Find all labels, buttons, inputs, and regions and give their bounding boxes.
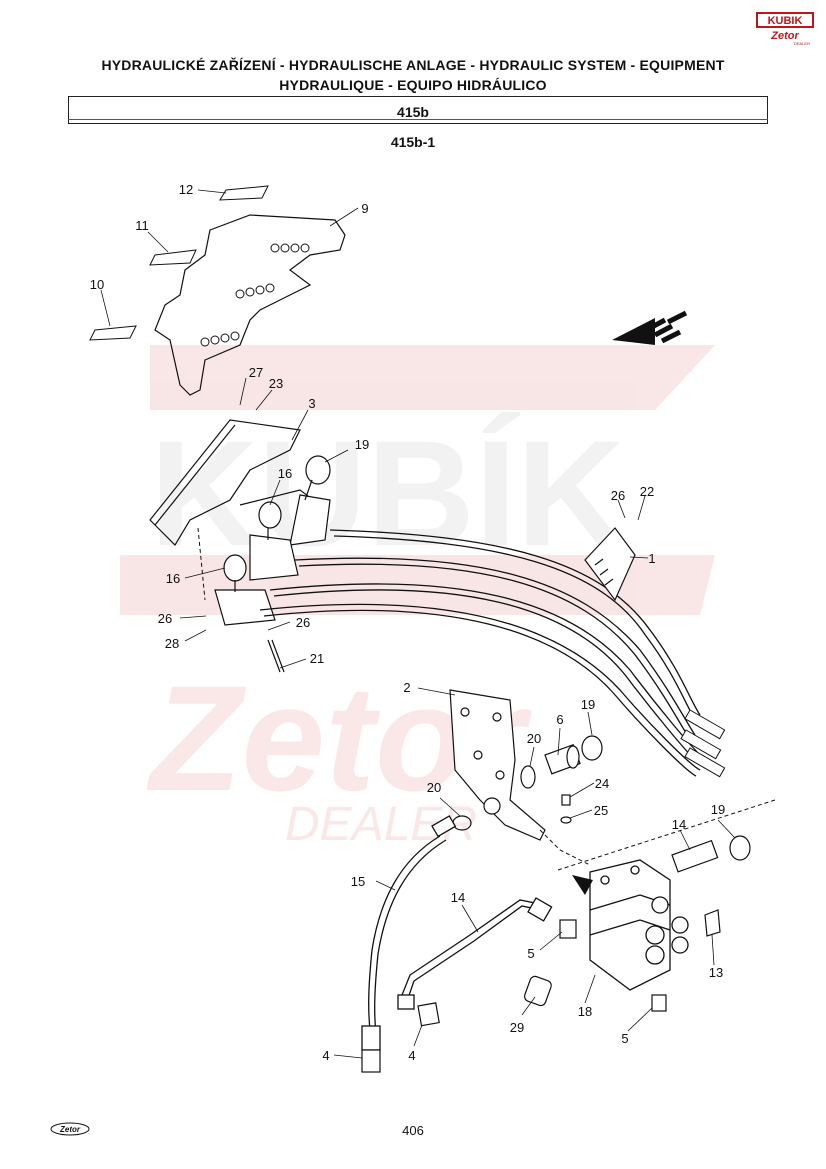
decal-8	[89, 325, 137, 341]
callout-22: 22	[640, 484, 654, 499]
guide-arrow	[572, 875, 593, 895]
footer-logo-text: Zetor	[59, 1125, 81, 1134]
section-frame	[68, 96, 768, 124]
bolt-24-washer-25	[560, 794, 572, 824]
callout-26-mid: 26	[296, 615, 310, 630]
cap-19-lower	[729, 835, 751, 861]
page-title-line1: HYDRAULICKÉ ZAŘÍZENÍ - HYDRAULISCHE ANLA…	[101, 57, 725, 73]
logo-top-text: KUBIK	[768, 15, 803, 27]
callout-5-upper: 5	[527, 946, 534, 961]
callout-10: 12	[179, 182, 193, 197]
cable-ends	[680, 709, 726, 778]
callout-7: 9	[361, 201, 368, 216]
figure-code: 415b-1	[390, 134, 436, 150]
logo-sub-text: DEALER	[794, 41, 810, 46]
notched-plate-1	[584, 527, 636, 602]
callout-1: 1	[648, 551, 655, 566]
decal-9	[149, 249, 197, 266]
section-code: 415b	[397, 104, 429, 120]
callout-27: 27	[249, 365, 263, 380]
callout-4-left: 4	[322, 1048, 329, 1063]
fitting-4-left	[361, 1049, 381, 1073]
callout-13: 15	[351, 874, 365, 889]
callout-2: 2	[403, 680, 410, 695]
label-11	[704, 909, 721, 937]
bolt-21	[267, 639, 285, 673]
callout-28: 28	[165, 636, 179, 651]
watermark: KUBÍK Zetor DEALER	[120, 345, 715, 851]
fitting-4-right	[417, 1002, 440, 1027]
callout-20-upper: 20	[527, 731, 541, 746]
hydraulic-system-diagram: KUBÍK Zetor DEALER	[89, 182, 776, 1073]
callout-17: 19	[355, 437, 369, 452]
part-29	[523, 975, 552, 1007]
callout-4-right: 4	[408, 1048, 415, 1063]
callout-labels: 12 11 10 9 27 23 3 19 16 16 26 28 26 21 …	[90, 182, 725, 1063]
callout-23: 23	[269, 376, 283, 391]
callout-5-lower: 5	[621, 1031, 628, 1046]
watermark-text-1: KUBÍK	[150, 409, 625, 577]
pipe-12	[397, 897, 553, 1010]
valve-block-18	[589, 859, 689, 991]
callout-3: 3	[308, 396, 315, 411]
page-title-line2: HYDRAULIQUE - EQUIPO HIDRÁULICO	[279, 77, 547, 93]
valve-14	[671, 839, 719, 873]
kubik-zetor-logo: KUBIK Zetor DEALER	[756, 12, 814, 46]
guide-lines	[197, 527, 776, 871]
direction-arrow	[612, 310, 688, 345]
callout-8: 10	[90, 277, 104, 292]
callout-29: 29	[510, 1020, 524, 1035]
callout-14: 14	[672, 817, 686, 832]
page-number: 406	[402, 1123, 424, 1138]
cap-19-upper	[581, 735, 603, 761]
section-frame-divider	[68, 119, 768, 120]
callout-19-lower: 19	[711, 802, 725, 817]
callout-24: 24	[595, 776, 609, 791]
fitting-5	[559, 919, 667, 1012]
callout-6: 6	[556, 712, 563, 727]
control-levers	[214, 455, 331, 626]
callout-16: 16	[278, 466, 292, 481]
callout-15: 16	[166, 571, 180, 586]
callout-9: 11	[135, 218, 149, 233]
valve-6	[544, 743, 581, 775]
callout-26-left: 26	[158, 611, 172, 626]
hose-13	[361, 815, 457, 1051]
footer-zetor-logo: Zetor	[50, 1122, 90, 1136]
leader-lines	[100, 189, 736, 1059]
cover-plate-7	[154, 214, 346, 396]
callout-20-lower: 20	[427, 780, 441, 795]
mounting-plate-2	[449, 689, 546, 841]
callout-11: 13	[709, 965, 723, 980]
callout-18: 18	[578, 1004, 592, 1019]
logo-bottom-text: Zetor	[770, 30, 799, 42]
bowden-cables	[259, 529, 701, 777]
callout-19-upper: 19	[581, 697, 595, 712]
callout-21: 21	[310, 651, 324, 666]
callout-26-right: 26	[611, 488, 625, 503]
decal-10	[219, 185, 269, 201]
callout-25: 25	[594, 803, 608, 818]
callout-12: 14	[451, 890, 465, 905]
